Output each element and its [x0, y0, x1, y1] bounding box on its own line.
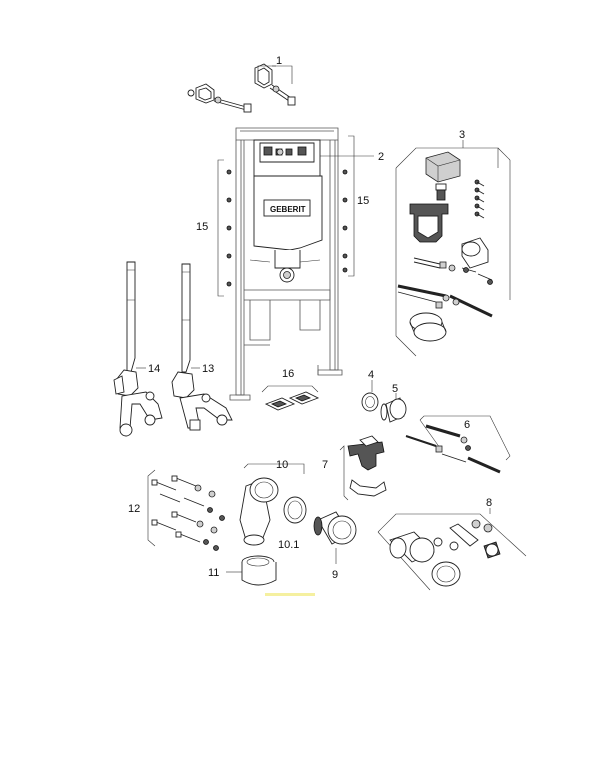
part-10-1-seal — [283, 496, 307, 524]
callout-15-right: 15 — [357, 195, 369, 207]
callout-15-left-bracket — [217, 159, 224, 297]
brand-plate: GEBERIT — [270, 205, 306, 214]
callout-16: 16 — [282, 368, 294, 380]
callout-15-right-bracket — [348, 135, 355, 277]
callout-14: 14 — [148, 363, 160, 375]
part-16-pads — [261, 385, 320, 411]
part-11-reducer — [241, 555, 277, 586]
part-10-pan-connector-bend — [239, 463, 305, 546]
installation-frame: GEBERIT — [226, 127, 348, 401]
part-14-flush-pipe — [113, 261, 163, 437]
callout-4: 4 — [368, 369, 374, 381]
callout-13: 13 — [202, 363, 214, 375]
part-5-sleeve — [380, 397, 407, 423]
part-9-connector-sleeve — [313, 511, 357, 545]
callout-5: 5 — [392, 383, 398, 395]
part-12-screw-set — [147, 469, 225, 551]
callout-2: 2 — [378, 151, 384, 163]
part-1-wall-brackets — [187, 63, 296, 113]
part-7-clamp — [339, 435, 387, 501]
callout-1: 1 — [276, 55, 282, 67]
callout-6: 6 — [464, 419, 470, 431]
callout-8: 8 — [486, 497, 492, 509]
part-6-rods — [405, 415, 511, 474]
callout-3: 3 — [459, 129, 465, 141]
callout-11: 11 — [208, 567, 219, 579]
callout-15-left: 15 — [196, 221, 208, 233]
callout-9: 9 — [332, 569, 338, 581]
part-4-seal-ring — [361, 392, 379, 412]
callout-7: 7 — [322, 459, 328, 471]
part-13-flush-pipe — [171, 263, 233, 431]
callout-12: 12 — [128, 503, 140, 515]
part-8-connector-set — [377, 513, 527, 591]
part-3-kit — [395, 147, 511, 357]
highlight-mark — [265, 593, 315, 596]
callout-10: 10 — [276, 459, 288, 471]
callout-10-1: 10.1 — [278, 539, 299, 551]
